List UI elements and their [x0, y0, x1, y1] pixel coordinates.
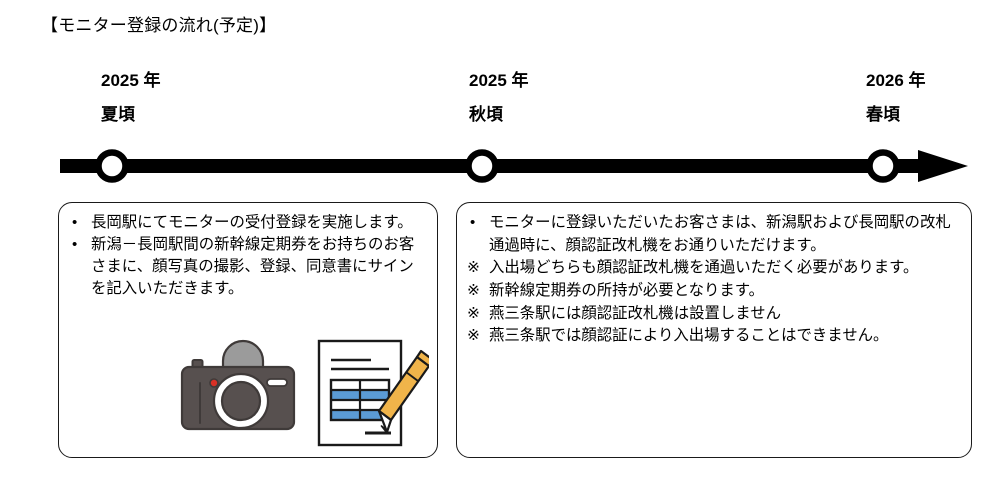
list-item-text: 燕三条駅には顔認証改札機は設置しません	[489, 304, 781, 322]
milestone-label-summer-2025: 2025 年 夏頃	[101, 72, 161, 123]
usage-bullet-list: • モニターに登録いただいたお客さまは、新潟駅および長岡駅の改札通過時に、顔認証…	[457, 203, 971, 348]
list-item: • 長岡駅にてモニターの受付登録を実施します。	[69, 212, 427, 234]
camera-flash-hump	[221, 339, 265, 371]
milestone-label-spring-2026: 2026 年 春頃	[866, 72, 926, 123]
milestone-year: 2025 年	[469, 71, 529, 90]
timeline-node-summer-2025[interactable]	[95, 149, 129, 183]
note-marker-icon: ※	[467, 281, 480, 299]
milestone-season: 秋頃	[469, 105, 503, 124]
document-pen-icon	[317, 339, 429, 447]
list-item-text: 燕三条駅では顔認証により入出場することはできません。	[489, 327, 889, 345]
list-item: ※ 燕三条駅には顔認証改札機は設置しません	[467, 303, 961, 326]
list-item: ※ 入出場どちらも顔認証改札機を通過いただく必要があります。	[467, 257, 961, 280]
registration-bullet-list: • 長岡駅にてモニターの受付登録を実施します。 • 新潟－長岡駅間の新幹線定期券…	[59, 203, 437, 300]
note-marker-icon: ※	[467, 327, 480, 345]
pen-band-line	[405, 371, 419, 382]
milestone-year: 2025 年	[101, 71, 161, 90]
list-item: ※ 燕三条駅では顔認証により入出場することはできません。	[467, 325, 961, 348]
list-item: • 新潟－長岡駅間の新幹線定期券をお持ちのお客さまに、顔写真の撮影、登録、同意書…	[69, 234, 427, 300]
milestone-label-autumn-2025: 2025 年 秋頃	[469, 72, 529, 123]
milestone-season: 夏頃	[101, 105, 135, 124]
timeline-node-autumn-2025[interactable]	[465, 149, 499, 183]
list-item: ※ 新幹線定期券の所持が必要となります。	[467, 280, 961, 303]
milestone-season: 春頃	[866, 105, 900, 124]
usage-box: • モニターに登録いただいたお客さまは、新潟駅および長岡駅の改札通過時に、顔認証…	[456, 202, 972, 458]
milestone-year: 2026 年	[866, 71, 926, 90]
pen-icon	[377, 349, 429, 434]
bullet-dot-icon: •	[72, 214, 78, 231]
camera-lens-inner	[220, 380, 262, 422]
page-title: 【モニター登録の流れ(予定)】	[41, 16, 277, 35]
list-item-text: 新潟－長岡駅間の新幹線定期券をお持ちのお客さまに、顔写真の撮影、登録、同意書にサ…	[91, 236, 415, 298]
pen-nib	[380, 425, 388, 434]
list-item-text: 新幹線定期券の所持が必要となります。	[489, 281, 765, 299]
registration-illustrations	[180, 339, 429, 447]
registration-box: • 長岡駅にてモニターの受付登録を実施します。 • 新潟－長岡駅間の新幹線定期券…	[58, 202, 438, 458]
bullet-dot-icon: •	[470, 214, 476, 231]
camera-indicator-light	[209, 378, 219, 388]
list-item: • モニターに登録いただいたお客さまは、新潟駅および長岡駅の改札通過時に、顔認証…	[467, 212, 961, 257]
camera-icon	[180, 339, 296, 431]
list-item-text: 入出場どちらも顔認証改札機を通過いただく必要があります。	[489, 259, 919, 277]
list-item-text: 長岡駅にてモニターの受付登録を実施します。	[91, 214, 413, 231]
bullet-dot-icon: •	[72, 236, 78, 254]
note-marker-icon: ※	[467, 259, 480, 277]
list-item-text: モニターに登録いただいたお客さまは、新潟駅および長岡駅の改札通過時に、顔認証改札…	[489, 214, 951, 254]
timeline-arrowhead-icon	[918, 150, 968, 182]
timeline-axis	[60, 149, 968, 183]
pen-tip-collar	[377, 409, 393, 434]
timeline-node-spring-2026[interactable]	[866, 149, 900, 183]
pen-cap-end	[415, 349, 429, 368]
camera-viewfinder-slot	[266, 378, 288, 387]
note-marker-icon: ※	[467, 304, 480, 322]
